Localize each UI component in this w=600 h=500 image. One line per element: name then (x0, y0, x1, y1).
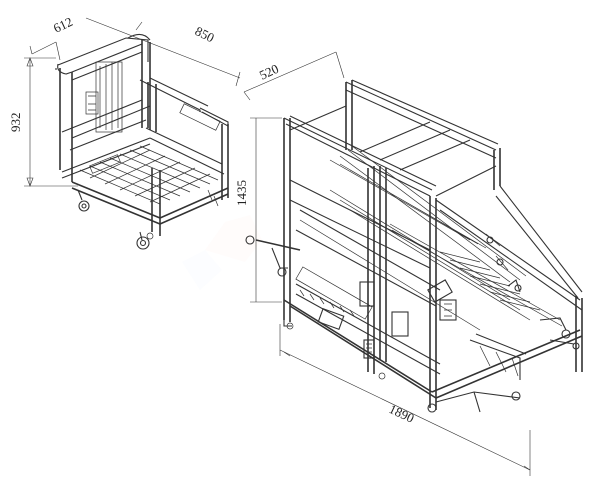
small-cart-width-label: 612 (51, 14, 75, 36)
small-cart-frame (55, 33, 229, 250)
small-cart-dimension-lines (24, 17, 241, 187)
large-cart-height-label: 1435 (234, 180, 249, 206)
large-cart-depth-label: 520 (257, 61, 281, 83)
large-cart-frame (245, 79, 583, 413)
small-cart-height-label: 932 (8, 113, 23, 133)
large-cart-dimension-lines (243, 51, 531, 476)
small-cart-depth-label: 850 (193, 23, 217, 45)
watermark-logo (182, 215, 262, 290)
large-cart-length-label: 1890 (387, 401, 417, 426)
